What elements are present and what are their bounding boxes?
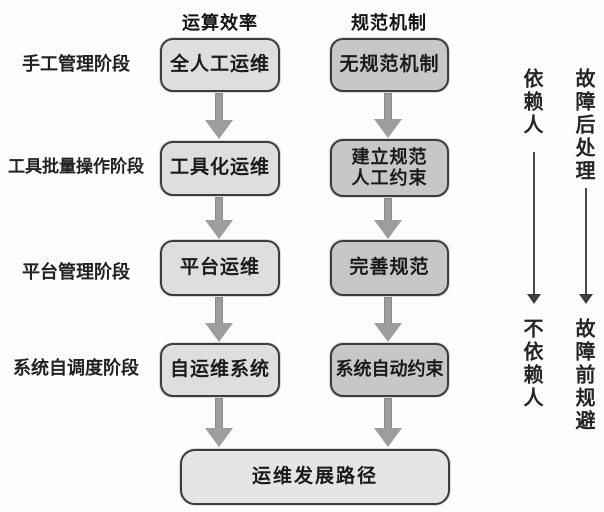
node-no-standard: 无规范机制 [330, 38, 449, 92]
down-arrow [374, 93, 402, 138]
node-establish-standard: 建立规范 人工约束 [330, 139, 449, 197]
arrow-shaft [384, 398, 392, 430]
arrow-shaft [215, 93, 223, 122]
arrow-head-icon [374, 220, 402, 239]
down-arrow [205, 297, 233, 342]
stage-label-manual: 手工管理阶段 [22, 54, 130, 74]
arrow-shaft [384, 297, 392, 325]
arrow-shaft [533, 152, 535, 295]
down-arrow [374, 297, 402, 342]
node-full-manual-ops: 全人工运维 [160, 38, 280, 92]
arrow-shaft [384, 93, 392, 121]
stage-label-tool-batch: 工具批量操作阶段 [8, 157, 144, 176]
node-auto-constraint: 系统自动约束 [330, 343, 449, 397]
thin-down-arrow [579, 188, 593, 304]
down-arrow [205, 197, 233, 239]
arrow-head-icon [579, 294, 593, 304]
arrow-head-icon [205, 428, 233, 447]
node-self-ops-system: 自运维系统 [160, 343, 280, 397]
arrow-head-icon [205, 220, 233, 239]
column-header-mechanism: 规范机制 [351, 13, 427, 33]
arrow-head-icon [205, 120, 233, 139]
side-arrow1-bottom-label: 不依赖人 [520, 318, 542, 410]
node-platform-ops: 平台运维 [160, 240, 280, 296]
arrow-shaft [384, 198, 392, 222]
thin-down-arrow [527, 152, 541, 304]
node-ops-development-path: 运维发展路径 [180, 449, 450, 505]
down-arrow [374, 398, 402, 447]
stage-label-self-scheduling: 系统自调度阶段 [13, 358, 139, 378]
down-arrow [205, 93, 233, 139]
arrow-head-icon [205, 323, 233, 342]
arrow-head-icon [374, 119, 402, 138]
arrow-shaft [215, 398, 223, 430]
arrow-shaft [215, 297, 223, 325]
column-header-efficiency: 运算效率 [182, 13, 258, 33]
stage-label-platform: 平台管理阶段 [22, 262, 130, 282]
arrow-head-icon [374, 323, 402, 342]
arrow-head-icon [374, 428, 402, 447]
side-arrow2-top-label: 故障后处理 [572, 68, 594, 183]
side-arrow2-bottom-label: 故障前规避 [572, 318, 594, 433]
node-tool-based-ops: 工具化运维 [160, 141, 280, 196]
arrow-head-icon [527, 294, 541, 304]
side-arrow1-top-label: 依赖人 [520, 68, 542, 137]
down-arrow [205, 398, 233, 447]
down-arrow [374, 198, 402, 239]
node-improve-standard: 完善规范 [330, 240, 449, 296]
arrow-shaft [585, 188, 587, 295]
arrow-shaft [215, 197, 223, 222]
